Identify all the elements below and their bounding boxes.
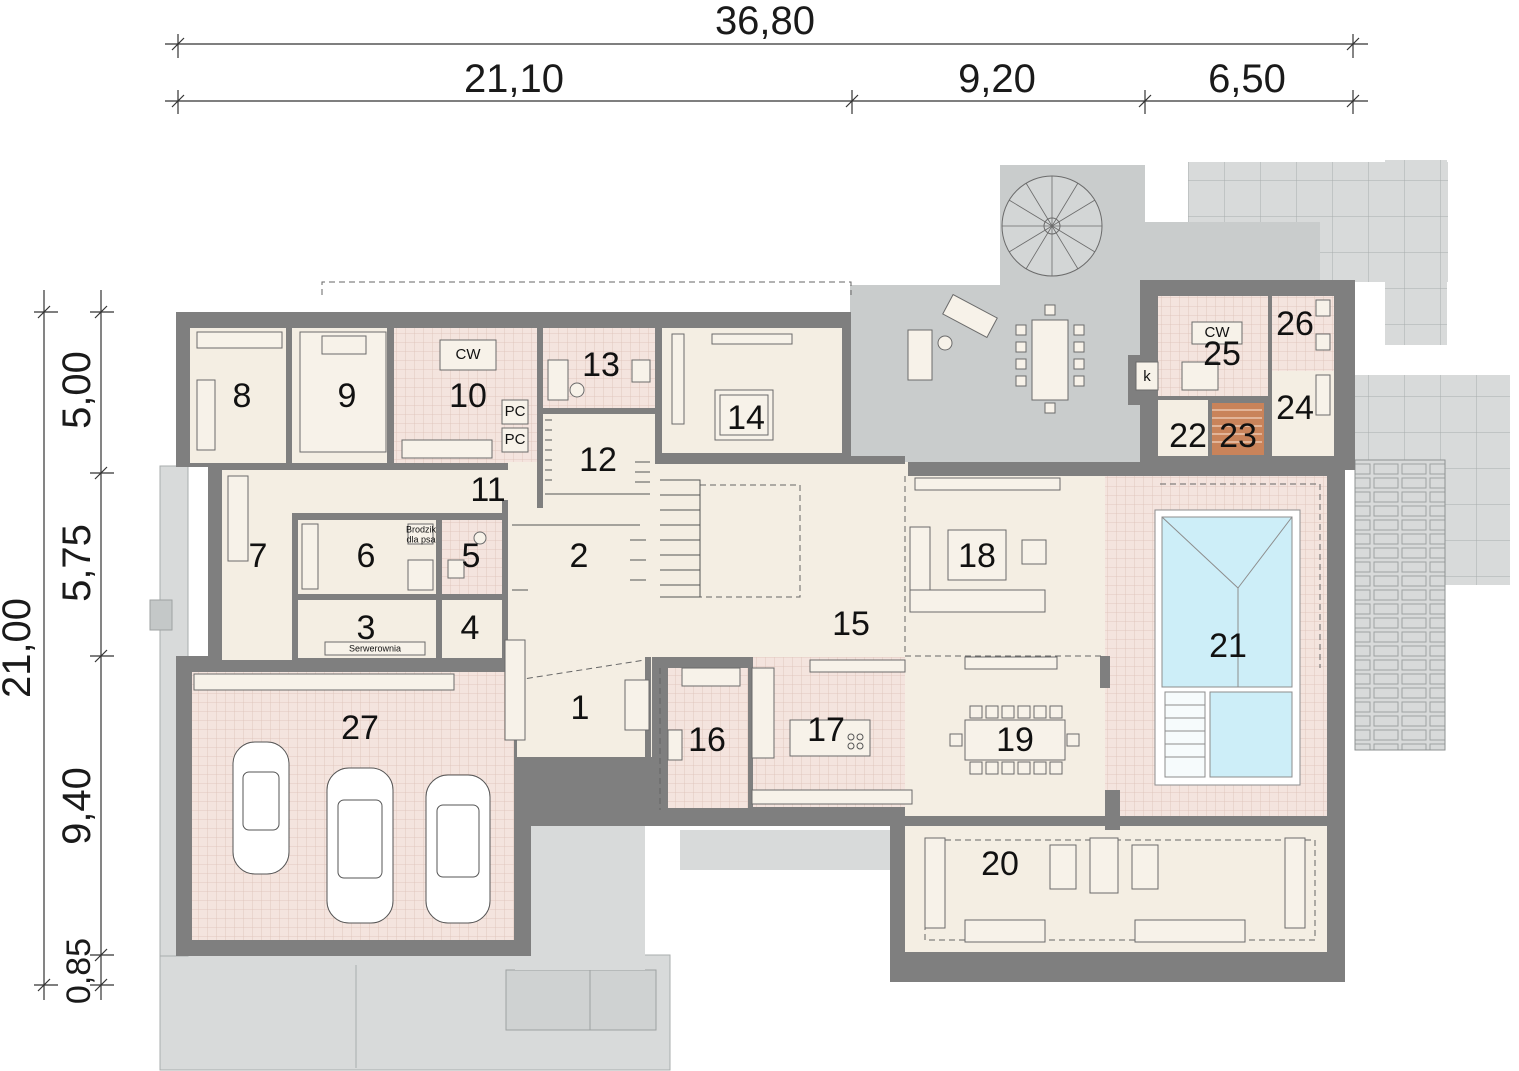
server-rack	[324, 641, 426, 656]
pool	[1154, 509, 1301, 786]
room-5-floor	[442, 520, 502, 595]
room-number-23: 23	[1219, 417, 1257, 455]
pc-label-2: PC	[505, 431, 526, 448]
room-number-13: 13	[582, 346, 620, 384]
room-number-25: 25	[1203, 335, 1241, 373]
server-room-label: Serwerownia	[349, 643, 401, 653]
terrace-table	[1031, 319, 1069, 401]
car-icon-3	[425, 774, 491, 924]
dimension-label-segment-1: 21,10	[464, 57, 564, 101]
cw-unit-1	[439, 339, 497, 371]
room-number-7: 7	[249, 537, 268, 575]
dimension-top-total: 36,80	[165, 0, 1368, 58]
room-number-5: 5	[462, 537, 481, 575]
k-box	[1135, 361, 1159, 391]
dimension-label-total-width: 36,80	[715, 0, 815, 43]
room-number-8: 8	[233, 377, 252, 415]
dog-shower-label-line1: Brodzik	[406, 524, 437, 534]
pc-unit-1	[501, 399, 529, 425]
room-22-floor	[1158, 400, 1208, 456]
lounger-icon	[907, 329, 933, 381]
room-number-9: 9	[338, 377, 357, 415]
room-number-3: 3	[357, 609, 376, 647]
dimension-left-segments: 5,00 5,75 9,40 0,85	[55, 290, 114, 1004]
dimension-label-depth-3: 9,40	[55, 767, 99, 845]
furniture	[193, 293, 1331, 943]
room-number-17: 17	[807, 711, 845, 749]
pool-steps-icon	[1164, 691, 1206, 778]
room-number-14: 14	[727, 399, 765, 437]
room-number-18: 18	[958, 537, 996, 575]
dog-shower-unit	[407, 523, 434, 545]
k-label: k	[1143, 368, 1151, 385]
dining-table	[964, 719, 1066, 761]
room-number-6: 6	[357, 537, 376, 575]
spiral-stair-icon	[1001, 175, 1103, 277]
pc-unit-2	[501, 427, 529, 453]
room-number-15: 15	[832, 605, 870, 643]
dimension-label-depth-4: 0,85	[60, 938, 98, 1004]
hob-icon	[847, 733, 864, 750]
room-number-27: 27	[341, 709, 379, 747]
room-4-floor	[442, 600, 502, 658]
room-number-19: 19	[996, 721, 1034, 759]
dimension-left-total: 21,00	[0, 290, 58, 1000]
room-2-floor	[508, 512, 658, 597]
room-number-24: 24	[1276, 389, 1314, 427]
room-number-11: 11	[470, 471, 505, 509]
hall-floor	[508, 597, 908, 657]
car-icon-2	[326, 767, 394, 924]
terrace-top	[850, 285, 1155, 465]
cw-unit-2	[1191, 321, 1243, 345]
room-number-2: 2	[570, 537, 589, 575]
sauna-23-floor	[1210, 403, 1264, 455]
room-number-16: 16	[688, 721, 726, 759]
room-number-4: 4	[461, 609, 480, 647]
car-icon-1	[232, 741, 290, 875]
dimension-label-segment-2: 9,20	[958, 57, 1036, 101]
room-number-1: 1	[571, 689, 590, 727]
room-number-21: 21	[1209, 627, 1247, 665]
room-number-20: 20	[981, 845, 1019, 883]
dog-shower-label-line2: dla psa	[406, 534, 435, 544]
pc-label-1: PC	[505, 403, 526, 420]
room-number-12: 12	[579, 441, 617, 479]
cw-label-1: CW	[456, 346, 482, 363]
dimension-label-depth-2: 5,75	[55, 524, 99, 602]
dimension-label-total-depth: 21,00	[0, 598, 39, 698]
dimension-label-depth-1: 5,00	[55, 351, 99, 429]
dimension-top-segments: 21,10 9,20 6,50	[165, 57, 1368, 114]
dining-chairs	[949, 705, 1080, 775]
room-numbers: 1 2 3 4 5 6 7 8 9 10 11 12 13 14 15 16 1…	[233, 305, 1314, 883]
room-number-22: 22	[1169, 417, 1207, 455]
room-number-26: 26	[1276, 305, 1314, 343]
armchair-icon	[1021, 539, 1047, 565]
dimension-label-segment-3: 6,50	[1208, 57, 1286, 101]
coffee-table	[947, 529, 1007, 581]
sauna-bench-icon	[1212, 409, 1262, 443]
cw-label-2: CW	[1205, 324, 1231, 341]
room-number-10: 10	[449, 377, 487, 415]
corridor-11-floor	[222, 470, 540, 514]
